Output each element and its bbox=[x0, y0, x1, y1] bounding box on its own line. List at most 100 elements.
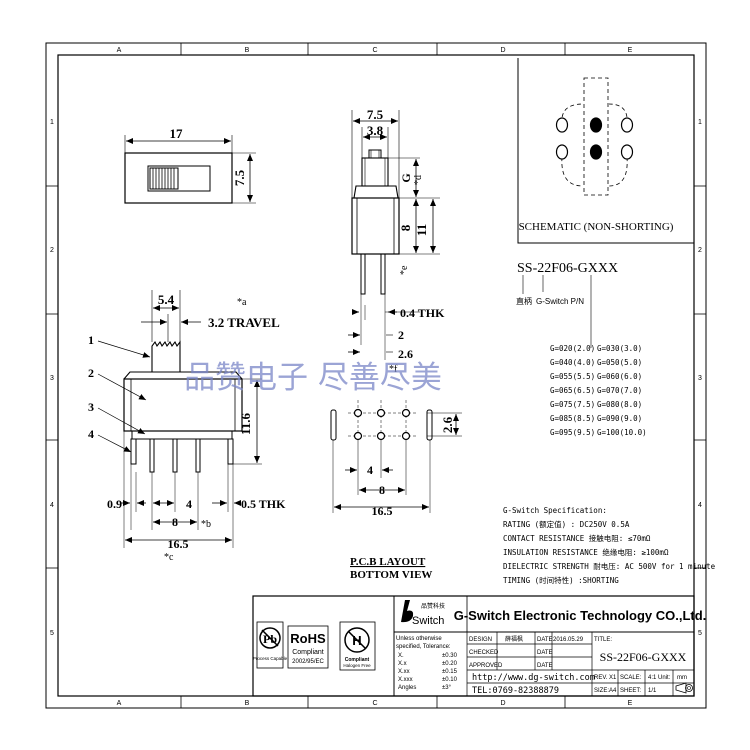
design-date-value: 2016.05.29 bbox=[553, 637, 584, 643]
design-label: DESIGN bbox=[469, 637, 492, 643]
pcb-bottom-view: BOTTOM VIEW bbox=[350, 569, 432, 581]
row-label-left-3: 3 bbox=[50, 375, 54, 382]
col-label-top-b: B bbox=[245, 47, 250, 54]
col-label-bottom-e: E bbox=[628, 700, 633, 707]
halogen-free-badge: H Compliant Halogen Free bbox=[339, 621, 376, 671]
tol-header-2: specified, Tolerance: bbox=[396, 644, 451, 650]
col-label-top-a: A bbox=[117, 47, 122, 54]
design-date-label: DATE bbox=[537, 637, 553, 643]
spec-line-dielectric: DIELECTRIC STRENGTH 耐电压: AC 500V for 1 m… bbox=[503, 561, 716, 571]
process-capable-badge: Pb Process Capable bbox=[253, 621, 288, 669]
rohs-title: RoHS bbox=[290, 631, 326, 646]
g-code-row-2-b: G=050(5.0) bbox=[597, 358, 642, 367]
row-label-left-5: 5 bbox=[50, 630, 54, 637]
callout-1: 1 bbox=[88, 333, 94, 347]
dim-05-label: 0.5 THK bbox=[241, 497, 286, 511]
dim-e-label: *e bbox=[399, 265, 410, 275]
front-actuator bbox=[151, 340, 181, 372]
halogen-text-2: Halogen Free bbox=[343, 663, 371, 668]
company-logo: 品赞科技 Switch bbox=[401, 600, 445, 627]
tol-label-5: Angles bbox=[398, 685, 416, 691]
g-code-row-7-b: G=100(10.0) bbox=[597, 428, 647, 437]
top-view: 17 7.5 bbox=[124, 126, 256, 204]
design-name: 薛福枫 bbox=[505, 635, 523, 643]
callout-4: 4 bbox=[88, 427, 94, 441]
pcb-layout: 2.6 4 8 16.5 P.C.B LAYOUT BOTTOM VIEW bbox=[330, 400, 462, 581]
top-view-actuator bbox=[149, 167, 179, 190]
projection-symbol-icon bbox=[675, 682, 693, 694]
side-actuator bbox=[361, 157, 389, 187]
title-label: TITLE: bbox=[594, 637, 612, 643]
checked-date-label: DATE bbox=[537, 650, 553, 656]
front-view: 5.4 *a 3.2 TRAVEL 1 2 3 4 11.6 0.9 4 0.5… bbox=[88, 290, 286, 563]
dim-b-label: *b bbox=[201, 519, 211, 530]
spec-title: G-Switch Specification: bbox=[503, 506, 607, 515]
dim-f-label: *f bbox=[389, 364, 398, 375]
spec-line-contact: CONTACT RESISTANCE 接触电阻: ≤70mΩ bbox=[503, 533, 651, 543]
schematic-title: SCHEMATIC (NON-SHORTING) bbox=[519, 221, 674, 233]
unit-value: mm bbox=[677, 675, 687, 681]
dim-g-label: G bbox=[399, 173, 413, 182]
g-code-row-5-a: G=075(7.5) bbox=[550, 400, 595, 409]
tol-label-4: X.xxx bbox=[398, 677, 413, 683]
g-code-row-3-b: G=060(6.0) bbox=[597, 372, 642, 381]
tol-label-1: X. bbox=[398, 653, 404, 659]
dim-pin-span-label: 2.6 bbox=[398, 347, 413, 361]
row-label-right-3: 3 bbox=[698, 375, 702, 382]
dim-17-label: 17 bbox=[170, 126, 184, 141]
g-code-row-5-b: G=080(8.0) bbox=[597, 400, 642, 409]
tol-value-2: ±0.20 bbox=[442, 661, 458, 667]
row-label-left-4: 4 bbox=[50, 502, 54, 509]
outer-border bbox=[45, 42, 707, 709]
dim-09-label: 0.9 bbox=[107, 497, 122, 511]
g-code-row-4-a: G=065(6.5) bbox=[550, 386, 595, 395]
tol-value-4: ±0.10 bbox=[442, 677, 458, 683]
tol-value-5: ±3° bbox=[442, 685, 452, 691]
side-body-top bbox=[353, 185, 399, 199]
g-code-row-1-b: G=030(3.0) bbox=[597, 344, 642, 353]
spec-line-rating: RATING (额定值) : DC250V 0.5A bbox=[503, 519, 630, 529]
approved-date-label: DATE bbox=[537, 663, 553, 669]
front-base bbox=[131, 430, 233, 440]
dim-front-165-label: 16.5 bbox=[168, 537, 189, 551]
dim-total-height-label: 11 bbox=[414, 224, 429, 236]
rohs-badge: RoHS Compliant 2002/95/EC bbox=[287, 625, 329, 669]
row-label-right-4: 4 bbox=[698, 502, 702, 509]
watermark: 品赞电子 尽善尽美 bbox=[184, 360, 442, 396]
dim-actuator-width-label: 3.8 bbox=[367, 123, 384, 138]
rev-value: X1 bbox=[609, 675, 617, 681]
logo-switch-text: Switch bbox=[412, 615, 444, 627]
pn-label-cn: 直柄 bbox=[516, 296, 532, 306]
side-body bbox=[351, 197, 400, 255]
scale-value: 4:1 bbox=[648, 675, 657, 681]
pcb-layout-title: P.C.B LAYOUT bbox=[350, 556, 426, 568]
row-label-right-5: 5 bbox=[698, 630, 702, 637]
dim-pcb-165-label: 16.5 bbox=[372, 504, 393, 518]
dim-pcb-8-label: 8 bbox=[379, 483, 385, 497]
part-number-block: SS-22F06-GXXX 直柄 G-Switch P/N G=020(2.0)… bbox=[516, 261, 647, 437]
size-label: SIZE: bbox=[594, 688, 609, 694]
approved-label: APPROVED bbox=[469, 663, 503, 669]
col-label-bottom-c: C bbox=[372, 700, 377, 707]
grid-labels: A B C D E A B C D E 1 2 3 4 5 1 2 3 4 5 bbox=[50, 47, 702, 707]
row-label-left-1: 1 bbox=[50, 119, 54, 126]
g-code-row-6-b: G=090(9.0) bbox=[597, 414, 642, 423]
size-value: A4 bbox=[609, 688, 617, 694]
scale-label: SCALE: bbox=[620, 675, 642, 681]
g-code-row-3-a: G=055(5.5) bbox=[550, 372, 595, 381]
col-label-bottom-b: B bbox=[245, 700, 250, 707]
tol-label-3: X.xx bbox=[398, 669, 410, 675]
top-view-body bbox=[124, 152, 233, 204]
dim-side-width-label: 7.5 bbox=[367, 107, 384, 122]
side-pin-left bbox=[360, 253, 366, 295]
dim-front-4-label: 4 bbox=[186, 497, 192, 511]
top-view-slot bbox=[147, 165, 211, 192]
callout-2: 2 bbox=[88, 366, 94, 380]
specification: G-Switch Specification: RATING (额定值) : D… bbox=[503, 506, 716, 585]
row-label-right-2: 2 bbox=[698, 247, 702, 254]
unit-label: Unit: bbox=[658, 675, 671, 681]
logo-cn-text: 品赞科技 bbox=[421, 602, 445, 610]
dim-lever-label: 5.4 bbox=[158, 292, 175, 307]
front-mount-right bbox=[227, 438, 234, 465]
g-code-row-1-a: G=020(2.0) bbox=[550, 344, 595, 353]
